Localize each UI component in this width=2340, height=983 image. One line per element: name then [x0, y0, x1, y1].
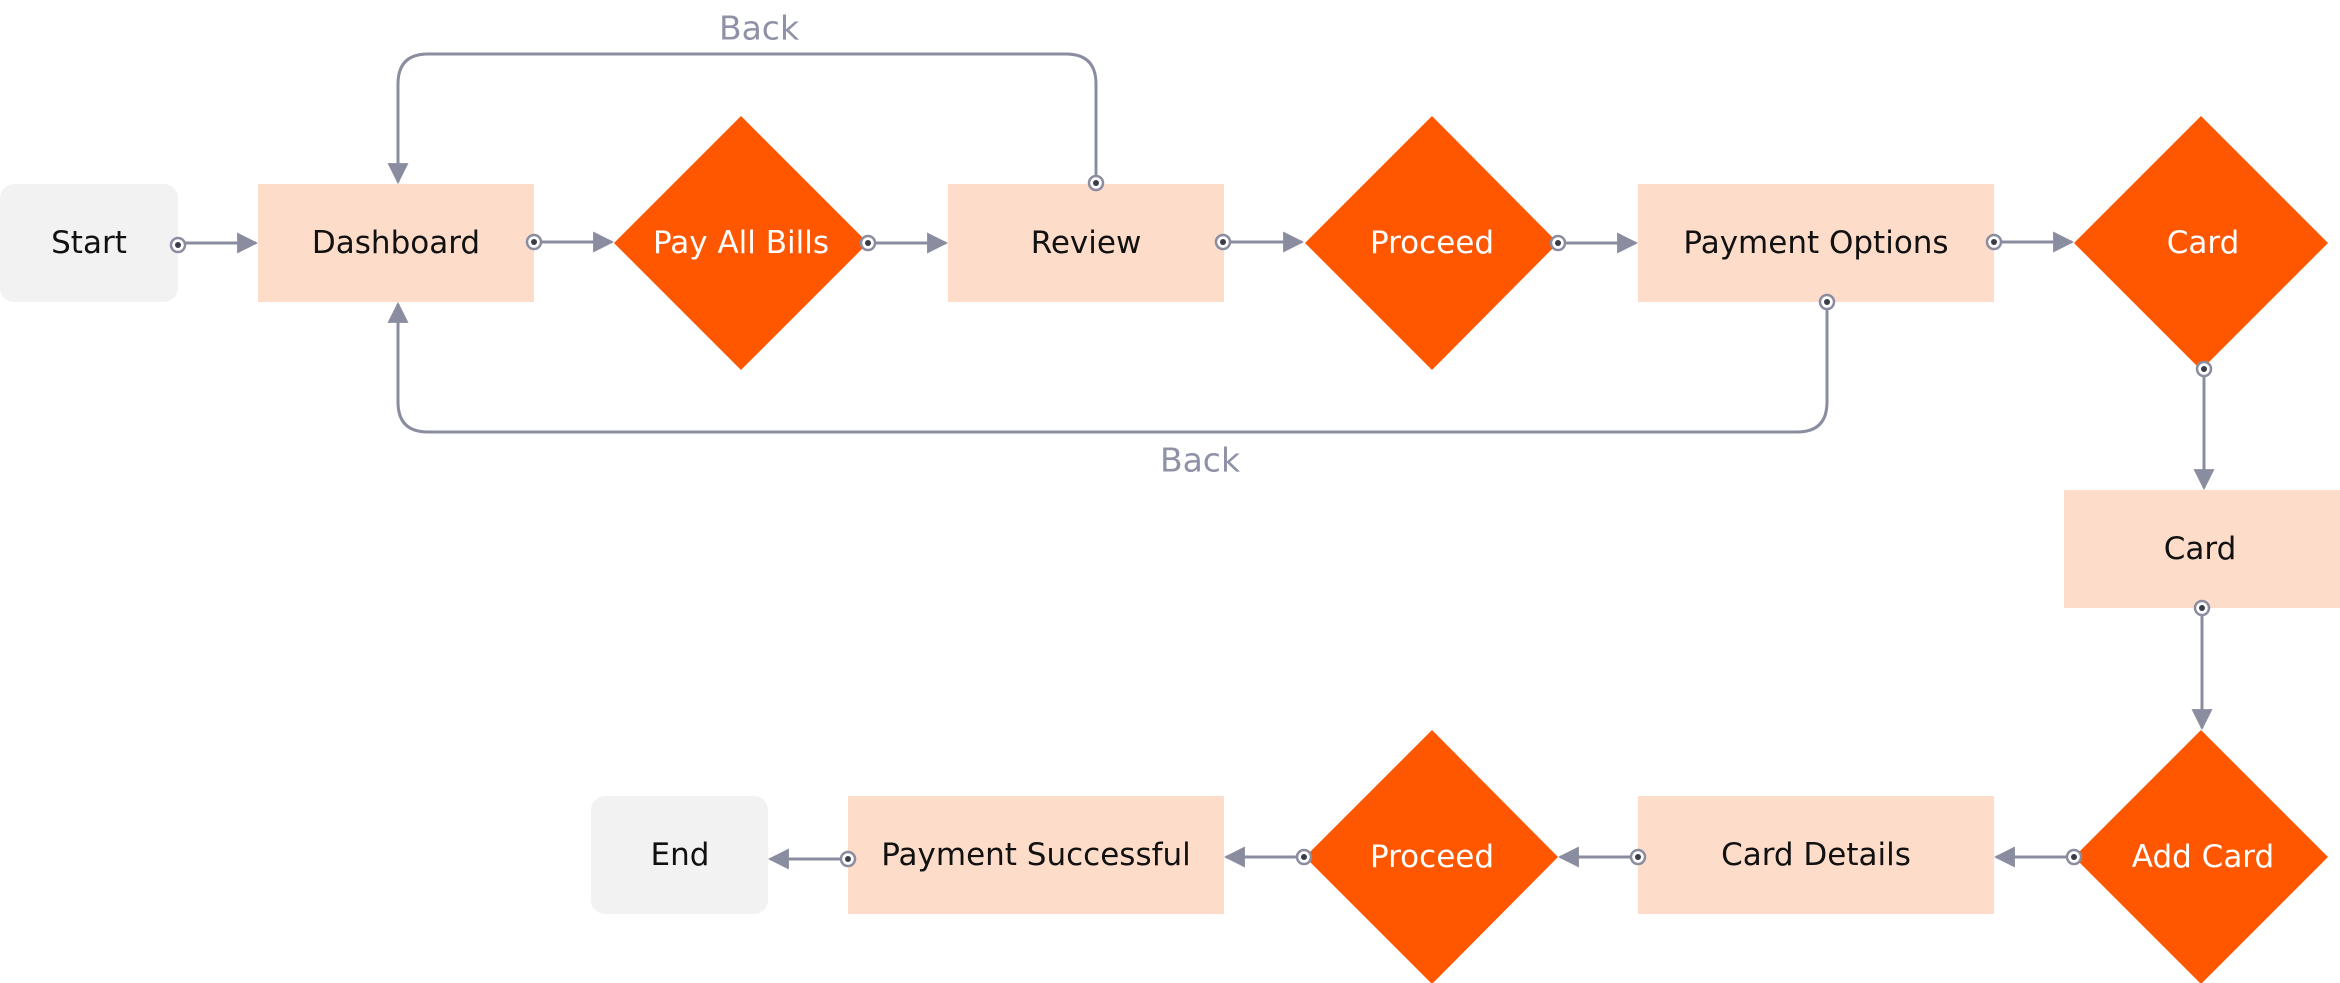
node-end[interactable]: End — [591, 796, 768, 914]
node-dashboard-shape — [258, 184, 534, 302]
port-dot[interactable] — [859, 234, 877, 252]
node-card-decision[interactable]: Card — [2074, 116, 2328, 370]
node-proceed-1-shape — [1305, 116, 1558, 370]
connectors — [178, 52, 2215, 870]
node-proceed-2-label: Proceed — [1370, 839, 1494, 875]
node-payment-successful[interactable]: Payment Successful — [848, 796, 1224, 914]
node-card-process-label: Card — [2164, 531, 2237, 567]
node-card-process[interactable]: Card — [2064, 490, 2340, 608]
node-review[interactable]: Review — [948, 184, 1224, 302]
node-end-label: End — [651, 837, 710, 873]
node-start-shape — [0, 184, 178, 302]
node-proceed-2[interactable]: Proceed — [1305, 730, 1558, 983]
port-dot[interactable] — [169, 236, 187, 254]
node-card-process-shape — [2064, 490, 2340, 608]
port-dot[interactable] — [1214, 233, 1232, 251]
node-start-label: Start — [51, 225, 127, 261]
connection-ports — [169, 174, 2213, 868]
node-dashboard-label: Dashboard — [312, 225, 480, 261]
node-pay-all-bills[interactable]: Pay All Bills — [614, 116, 868, 370]
node-payment-successful-label: Payment Successful — [881, 837, 1191, 873]
port-dot[interactable] — [1818, 293, 1836, 311]
edge-label-back-top: Back — [719, 9, 800, 48]
node-add-card[interactable]: Add Card — [2074, 730, 2328, 983]
node-card-details-label: Card Details — [1721, 837, 1911, 873]
node-dashboard[interactable]: Dashboard — [258, 184, 534, 302]
node-card-details-shape — [1638, 796, 1994, 914]
node-card-details[interactable]: Card Details — [1638, 796, 1994, 914]
port-dot[interactable] — [1629, 848, 1647, 866]
node-pay-all-bills-shape — [614, 116, 868, 370]
node-payment-options-shape — [1638, 184, 1994, 302]
node-start[interactable]: Start — [0, 184, 178, 302]
edge-review-back-dashboard — [387, 52, 1098, 185]
node-end-shape — [591, 796, 768, 914]
port-dot[interactable] — [839, 850, 857, 868]
port-dot[interactable] — [2193, 599, 2211, 617]
node-review-label: Review — [1031, 225, 1142, 261]
node-proceed-1-label: Proceed — [1370, 225, 1494, 261]
node-payment-options[interactable]: Payment Options — [1638, 184, 1994, 302]
port-dot[interactable] — [2195, 360, 2213, 378]
node-add-card-label: Add Card — [2132, 839, 2274, 875]
port-dot[interactable] — [1985, 233, 2003, 251]
node-proceed-2-shape — [1305, 730, 1558, 983]
port-dot[interactable] — [1295, 848, 1313, 866]
node-review-shape — [948, 184, 1224, 302]
port-dot[interactable] — [1549, 234, 1567, 252]
node-add-card-shape — [2074, 730, 2328, 983]
edge-label-back-bottom: Back — [1160, 441, 1241, 480]
node-card-decision-shape — [2074, 116, 2328, 370]
port-dot[interactable] — [2065, 848, 2083, 866]
port-dot[interactable] — [1087, 174, 1105, 192]
node-payment-successful-shape — [848, 796, 1224, 914]
edge-payment-options-back-dashboard — [387, 301, 1829, 434]
node-card-decision-label: Card — [2167, 225, 2240, 261]
node-pay-all-bills-label: Pay All Bills — [653, 225, 829, 261]
port-dot[interactable] — [525, 233, 543, 251]
node-payment-options-label: Payment Options — [1683, 225, 1948, 261]
node-proceed-1[interactable]: Proceed — [1305, 116, 1558, 370]
